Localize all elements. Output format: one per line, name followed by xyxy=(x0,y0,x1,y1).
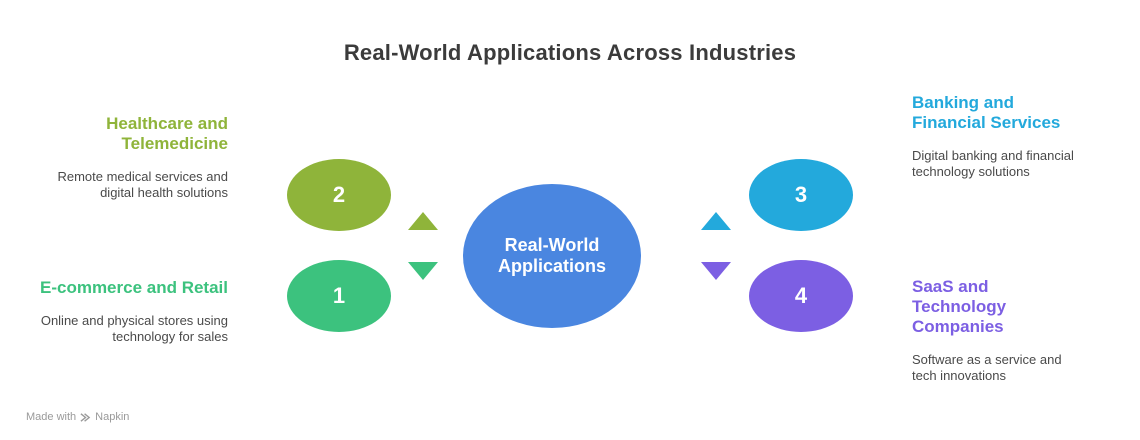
item-description: Remote medical services and digital heal… xyxy=(57,169,228,200)
circle-3: 3 xyxy=(749,159,853,231)
item-heading: E-commerce and Retail xyxy=(39,278,228,297)
triangle-up-icon xyxy=(701,212,731,230)
made-with-label: Made with xyxy=(26,411,77,423)
center-circle: Real-World Applications xyxy=(463,184,641,328)
item-description: Software as a service and tech innovatio… xyxy=(912,352,1062,383)
item-block-4: SaaS and Technology Companies Software a… xyxy=(912,277,1112,384)
item-description: Digital banking and financial technology… xyxy=(912,148,1074,179)
circle-1: 1 xyxy=(287,260,391,332)
napkin-icon xyxy=(80,412,91,423)
triangle-down-icon xyxy=(701,262,731,280)
triangle-down-icon xyxy=(408,262,438,280)
triangle-up-icon xyxy=(408,212,438,230)
item-block-1: E-commerce and Retail Online and physica… xyxy=(28,278,228,345)
item-heading: SaaS and Technology Companies xyxy=(912,277,1007,336)
item-block-2: Healthcare and Telemedicine Remote medic… xyxy=(28,114,228,201)
item-description: Online and physical stores using technol… xyxy=(40,313,228,344)
item-heading: Banking and Financial Services xyxy=(912,93,1061,132)
circle-2: 2 xyxy=(287,159,391,231)
circle-4: 4 xyxy=(749,260,853,332)
item-heading: Healthcare and Telemedicine xyxy=(106,114,228,153)
diagram-title: Real-World Applications Across Industrie… xyxy=(343,40,797,65)
item-block-3: Banking and Financial Services Digital b… xyxy=(912,93,1112,180)
made-with-napkin[interactable]: Made with Napkin xyxy=(26,411,129,423)
napkin-brand: Napkin xyxy=(95,411,130,423)
